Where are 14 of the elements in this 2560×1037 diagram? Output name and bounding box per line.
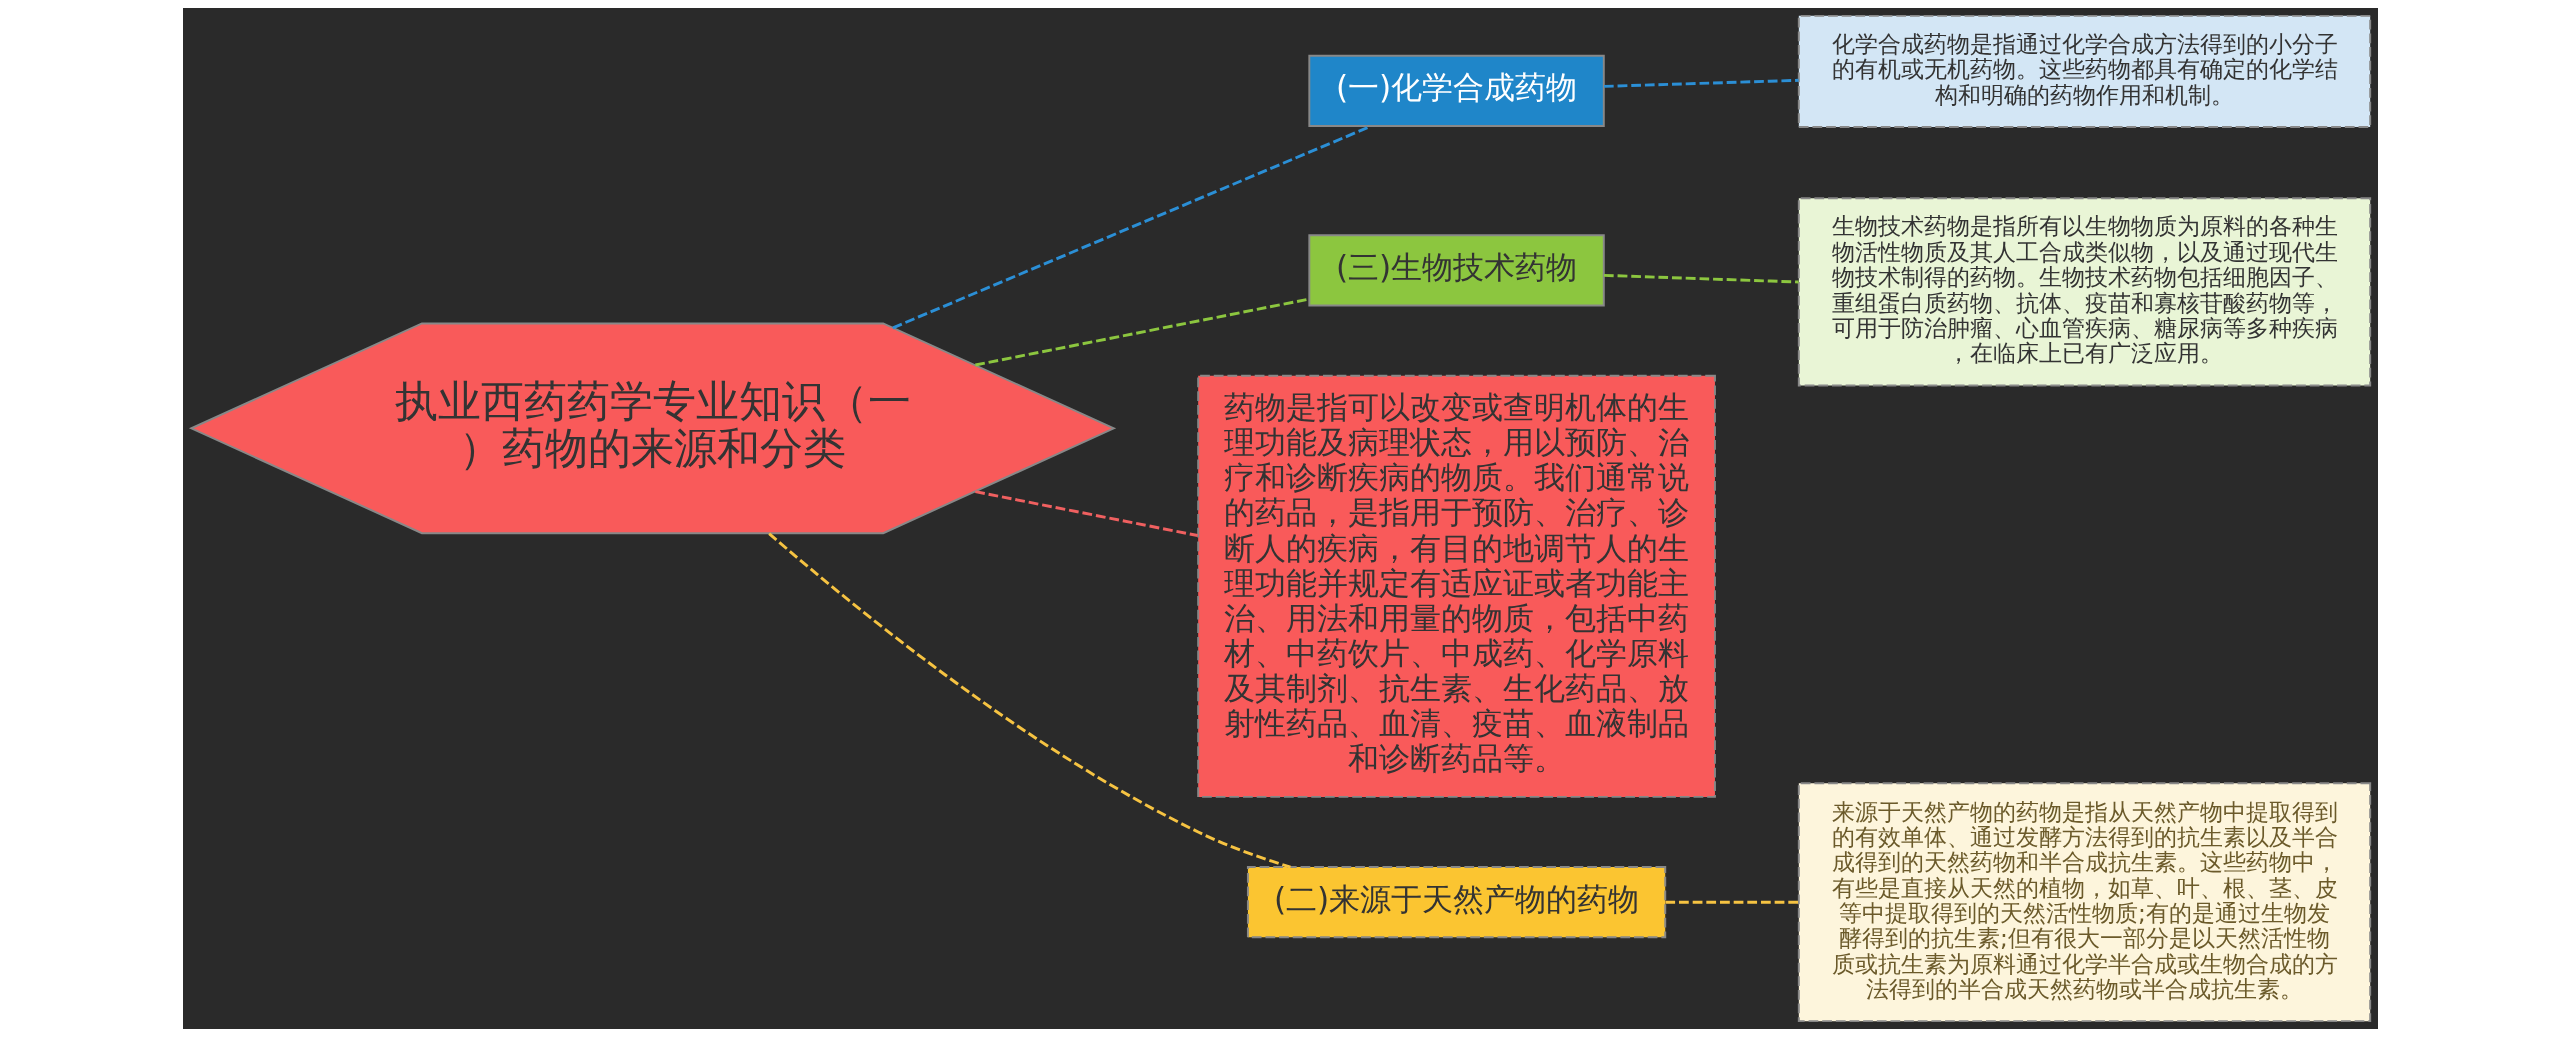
connector [974, 490, 1198, 537]
connector [1603, 273, 1799, 284]
node-box: 生物技术药物是指所有以生物物质为原料的各种生物活性物质及其人工合成类似物，以及通过现代生物技术制得的药物。生物技术药物包括细胞因子、重组蛋白质药物、抗体、疫苗和寡核苷酸药物等，可用于防治肿瘤、心血管疾病、糖尿病等多种疾病，在临床上已有广泛应用。 [1797, 197, 2371, 387]
node-box: (二)来源于天然产物的药物 [1246, 866, 1666, 939]
node-box: 来源于天然产物的药物是指从天然产物中提取得到的有效单体、通过发酵方法得到的抗生素以及半合成得到的天然药物和半合成抗生素。这些药物中，有些是直接从天然的植物，如草、叶、根、茎、皮等中提取得到的天然活性物质;有的是通过生物发酵得到的抗生素;但有很大一部分是以天然活性物质或抗生素为原料通过化学半合成或生物合成的方法得到的半合成天然药物或半合成抗生素。 [1797, 782, 2371, 1023]
connector [1603, 78, 1799, 88]
node-box: 药物是指可以改变或查明机体的生理功能及病理状态，用以预防、治疗和诊断疾病的物质。我们通常说的药品，是指用于预防、治疗、诊断人的疾病，有目的地调节人的生理功能并规定有适应证或者功能主治、用法和用量的物质，包括中药材、中药饮片、中成药、化学原料及其制剂、抗生素、生化药品、放射性药品、血清、疫苗、血液制品和诊断药品等。 [1196, 374, 1716, 798]
node-box: 化学合成药物是指通过化学合成方法得到的小分子的有机或无机药物。这些药物都具有确定的化学结构和明确的药物作用和机制。 [1797, 14, 2371, 128]
node-box: (一)化学合成药物 [1307, 54, 1605, 127]
connector [1664, 900, 1798, 904]
connector [767, 532, 1291, 869]
connector [974, 297, 1309, 367]
node-box: (三)生物技术药物 [1307, 234, 1605, 307]
connector [891, 124, 1371, 330]
